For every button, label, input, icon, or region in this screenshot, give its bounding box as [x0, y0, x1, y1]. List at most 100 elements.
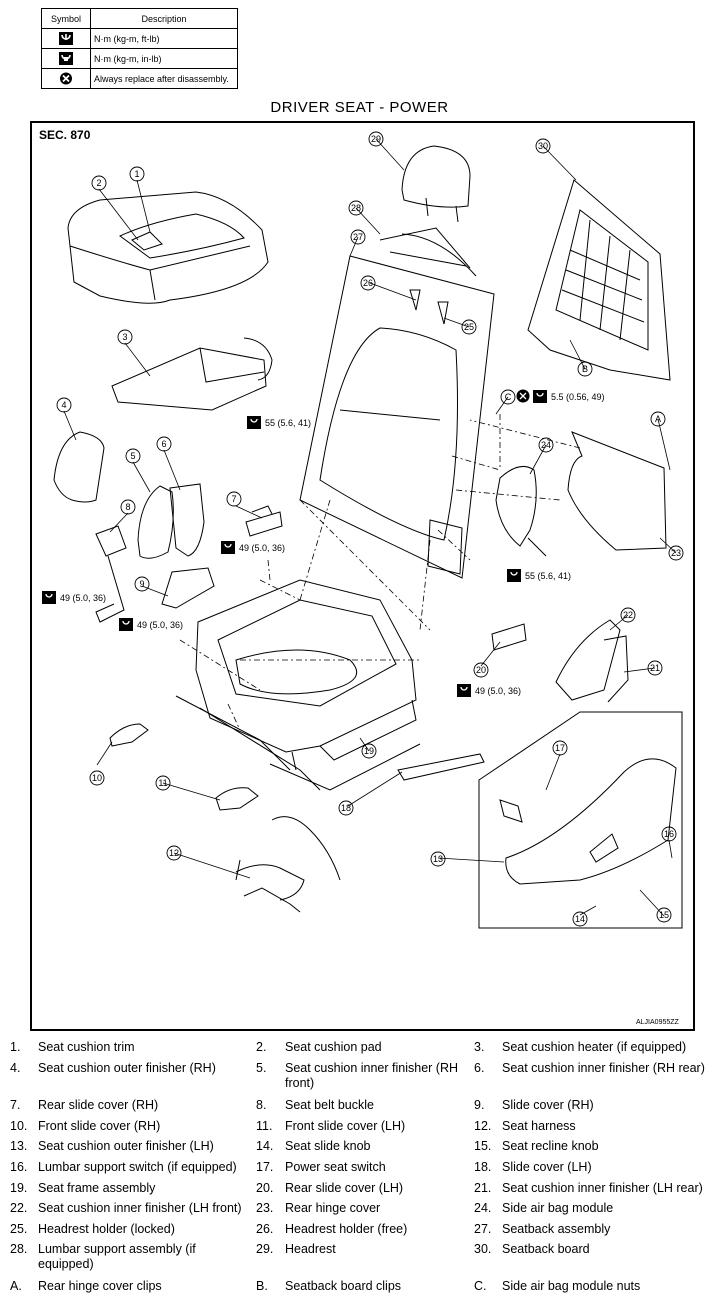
always-replace-icon	[60, 72, 72, 85]
part-18-num: 18.	[474, 1160, 492, 1174]
callout-6: 6	[161, 439, 166, 449]
part-30-num: 30.	[474, 1242, 492, 1256]
leader-lines	[63, 138, 677, 917]
part-7-num: 7.	[10, 1098, 21, 1112]
part-14-name: Seat slide knob	[285, 1139, 371, 1153]
callout-15: 15	[659, 910, 669, 920]
outer-finisher-lh-inset	[478, 711, 683, 929]
part-17-num: 17.	[256, 1160, 274, 1174]
part-1-num: 1.	[10, 1040, 21, 1054]
torque-49-belt: 49 (5.0, 36)	[60, 593, 106, 603]
part-24-name: Side air bag module	[502, 1201, 614, 1215]
part-5-name: Seat cushion inner finisher (RH front)	[285, 1061, 458, 1090]
callout-18: 18	[341, 803, 351, 813]
part-10-num: 10.	[10, 1119, 28, 1133]
part-b-num: B.	[256, 1279, 268, 1293]
seat-belt-buckle-shape	[95, 525, 127, 623]
inner-finisher-lh-shapes	[555, 619, 629, 703]
part-a-num: A.	[10, 1279, 22, 1293]
part-22-num: 22.	[10, 1201, 28, 1215]
outer-finisher-rh-shape	[53, 431, 105, 503]
symbol-legend: Symbol Description N·m (kg-m, ft-lb) N·m…	[41, 8, 238, 89]
part-28-num: 28.	[10, 1242, 28, 1256]
part-11-name: Front slide cover (LH)	[285, 1119, 406, 1133]
inner-finisher-rh-rear-shape	[169, 483, 205, 557]
torque-specs: 55 (5.6, 41) 49 (5.0, 36) 49 (5.0, 36) 4…	[42, 389, 605, 697]
part-6-name: Seat cushion inner finisher (RH rear)	[502, 1061, 705, 1075]
callout-24: 24	[541, 440, 551, 450]
diagram-frame	[30, 121, 695, 1031]
page-title: DRIVER SEAT - POWER	[270, 99, 449, 116]
side-air-bag-shape	[495, 465, 547, 557]
callout-19: 19	[364, 746, 374, 756]
part-3-num: 3.	[474, 1040, 485, 1054]
callout-13: 13	[433, 854, 443, 864]
slide-cover-lh-shape	[397, 753, 485, 781]
part-29-num: 29.	[256, 1242, 274, 1256]
callout-1: 1	[134, 169, 139, 179]
front-slide-cover-rh-shape	[109, 723, 149, 747]
lumbar-support-shape	[379, 227, 477, 277]
callout-11: 11	[158, 778, 167, 788]
headrest-holders-shape	[409, 289, 449, 325]
callout-3: 3	[122, 332, 127, 342]
section-label: SEC. 870	[39, 128, 91, 142]
part-9-name: Slide cover (RH)	[502, 1098, 594, 1112]
slide-cover-rh-shape	[161, 567, 215, 609]
exploded-seat-diagram: 1 2 3 4 5 6 7 8 9 10 11 12 13 14 15 16 1…	[42, 131, 684, 929]
callout-22: 22	[623, 610, 633, 620]
callout-17: 17	[555, 743, 565, 753]
callout-25: 25	[464, 322, 474, 332]
part-9-num: 9.	[474, 1098, 485, 1112]
part-3-name: Seat cushion heater (if equipped)	[502, 1040, 687, 1054]
callout-26: 26	[363, 278, 373, 288]
part-b-name: Seatback board clips	[285, 1279, 402, 1293]
rear-hinge-cover-shape	[567, 431, 667, 551]
callout-7: 7	[231, 494, 236, 504]
inner-finisher-rh-front-shape	[137, 485, 174, 559]
part-10-name: Front slide cover (RH)	[38, 1119, 161, 1133]
part-12-num: 12.	[474, 1119, 492, 1133]
torque-49-front-rh: 49 (5.0, 36)	[137, 620, 183, 630]
callout-markers	[56, 131, 684, 927]
part-2-name: Seat cushion pad	[285, 1040, 382, 1054]
callout-2: 2	[96, 178, 101, 188]
part-4-num: 4.	[10, 1061, 21, 1075]
callout-8: 8	[125, 502, 130, 512]
torque-55-airbag: 55 (5.6, 41)	[525, 571, 571, 581]
callout-20: 20	[476, 665, 486, 675]
part-5-num: 5.	[256, 1061, 267, 1075]
part-c-name: Side air bag module nuts	[502, 1279, 641, 1293]
part-8-num: 8.	[256, 1098, 267, 1112]
legend-header-description: Description	[90, 8, 238, 29]
seat-harness-shape	[235, 816, 341, 913]
legend-header-symbol: Symbol	[41, 8, 91, 29]
part-11-num: 11.	[256, 1119, 273, 1133]
part-7-name: Rear slide cover (RH)	[38, 1098, 159, 1112]
callout-23: 23	[671, 548, 681, 558]
part-c-num: C.	[474, 1279, 487, 1293]
part-25-num: 25.	[10, 1222, 28, 1236]
callout-10: 10	[92, 773, 102, 783]
part-21-num: 21.	[474, 1181, 492, 1195]
part-26-name: Headrest holder (free)	[285, 1222, 408, 1236]
part-2-num: 2.	[256, 1040, 267, 1054]
torque-49-lh: 49 (5.0, 36)	[475, 686, 521, 696]
part-18-name: Slide cover (LH)	[502, 1160, 592, 1174]
diagram-code: ALJIA0955ZZ	[636, 1019, 679, 1026]
part-14-num: 14.	[256, 1139, 274, 1153]
part-22-name: Seat cushion inner finisher (LH front)	[38, 1201, 242, 1215]
part-30-name: Seatback board	[502, 1242, 590, 1256]
callout-30: 30	[538, 141, 548, 151]
seatback-assembly-shape	[299, 255, 495, 579]
part-29-name: Headrest	[285, 1242, 336, 1256]
torque-5-5-airbag-nuts: 5.5 (0.56, 49)	[551, 392, 605, 402]
seat-cushion-trim-shape	[67, 191, 269, 304]
part-21-name: Seat cushion inner finisher (LH rear)	[502, 1181, 703, 1195]
seatback-board-shape	[527, 179, 671, 381]
part-1-name: Seat cushion trim	[38, 1040, 135, 1054]
callout-a: A	[655, 414, 661, 424]
callout-28: 28	[351, 203, 361, 213]
torque-wrench-icon	[59, 32, 73, 45]
part-17-name: Power seat switch	[285, 1160, 386, 1174]
